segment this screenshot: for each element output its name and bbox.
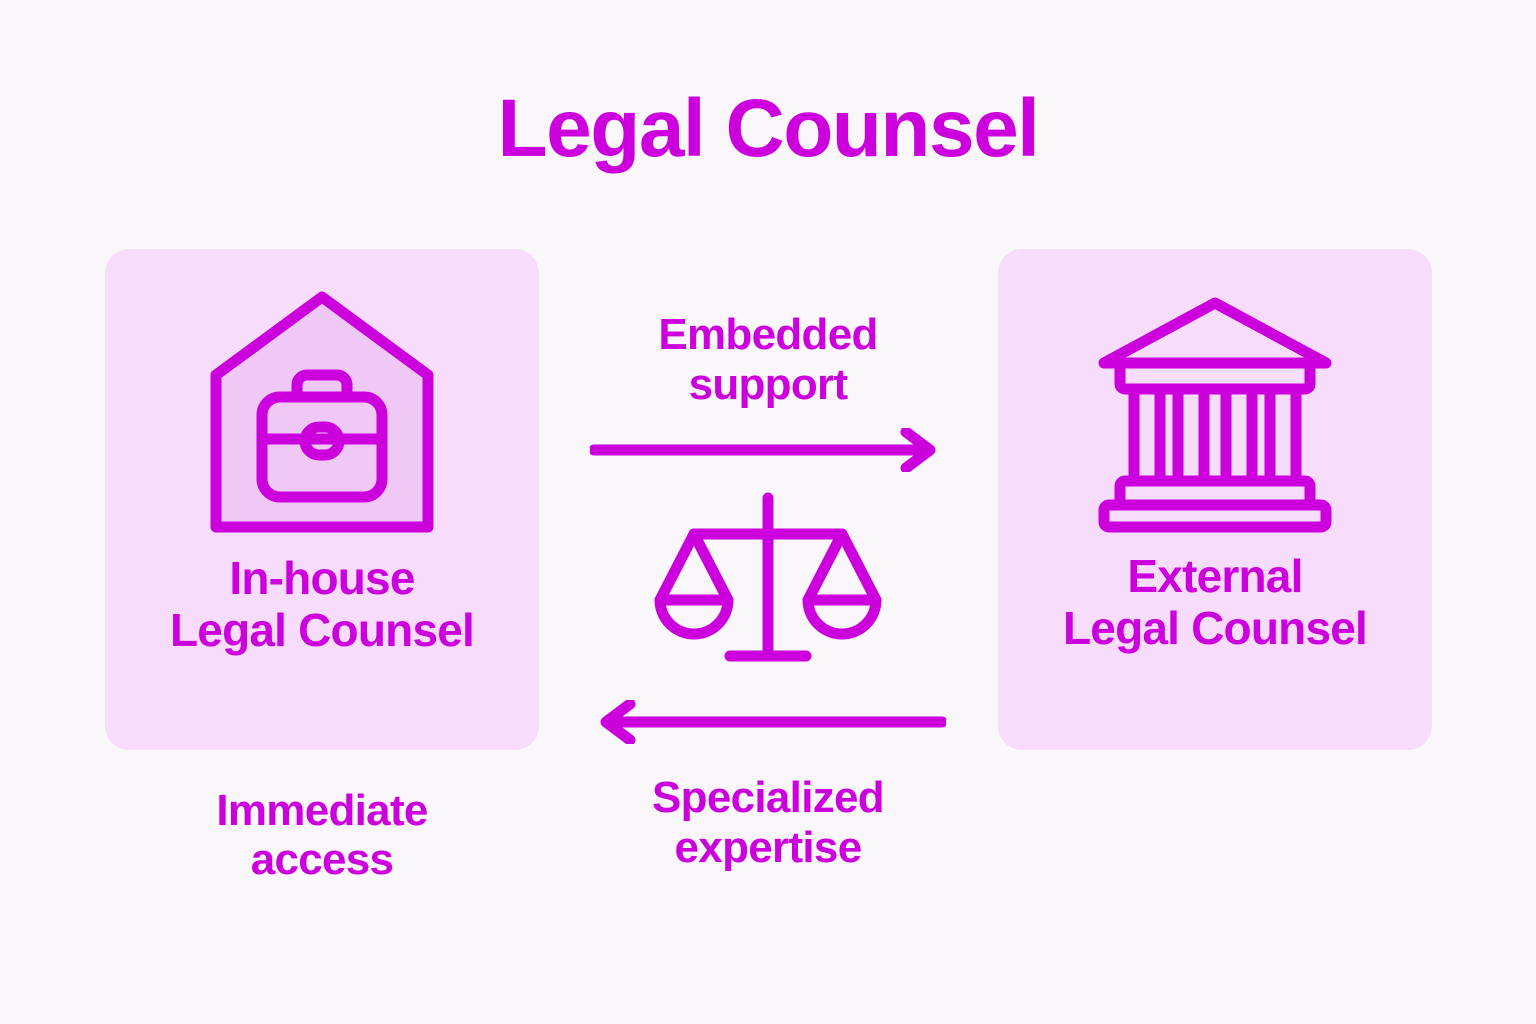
page-title: Legal Counsel [497, 83, 1040, 174]
arrow-right-icon [590, 428, 936, 472]
card-label-external: External Legal Counsel [1063, 550, 1368, 654]
scales-of-justice-icon [654, 492, 882, 662]
card-label-in-house: In-house Legal Counsel [170, 552, 475, 656]
card-in-house[interactable]: In-house Legal Counsel [105, 249, 539, 750]
house-with-briefcase-icon [210, 291, 434, 533]
flow-column: Embedded support Specialized expertise [568, 300, 968, 900]
flow-label-embedded-support: Embedded support [658, 310, 878, 410]
card-external[interactable]: External Legal Counsel [998, 249, 1432, 750]
flow-label-specialized-expertise: Specialized expertise [652, 773, 885, 873]
bank-courthouse-icon [1098, 297, 1332, 533]
card-caption-immediate-access: Immediate access [216, 786, 428, 885]
arrow-left-icon [600, 700, 946, 744]
